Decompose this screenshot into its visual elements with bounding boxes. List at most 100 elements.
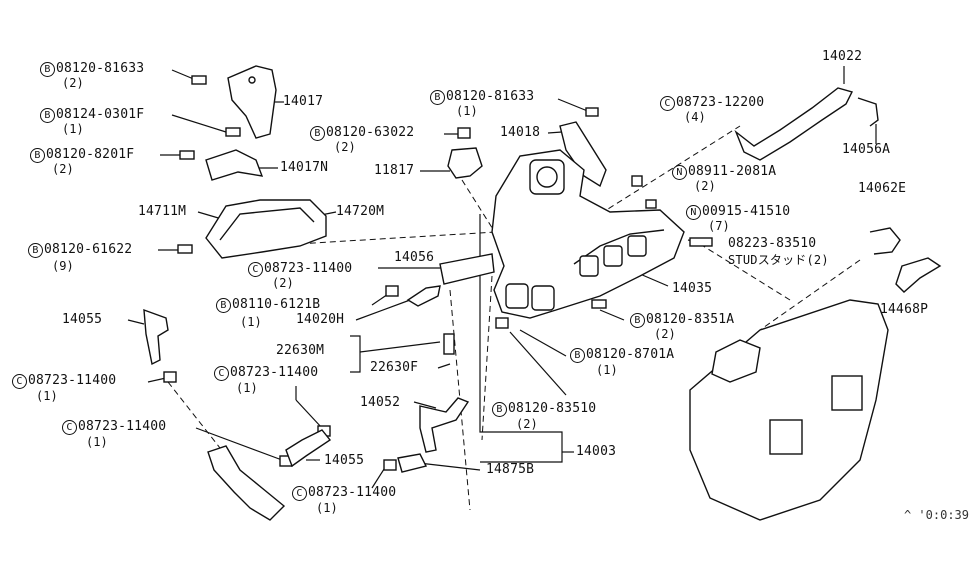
part-qty: (9) (52, 259, 74, 273)
leader-line (171, 114, 227, 133)
hose-14055-top-shape (143, 308, 169, 366)
bracket-line (350, 335, 361, 373)
part-number: 08120-8201F (46, 147, 135, 162)
bolt-shape (585, 107, 599, 117)
fitting-14056a-shape (857, 97, 879, 127)
part-number: 08223-83510 (728, 236, 817, 251)
part-number: 08120-61622 (44, 242, 133, 257)
clamp-shape (163, 371, 177, 383)
intake-runner-edge (573, 229, 665, 265)
port (531, 285, 555, 311)
fitting-14062e-shape (869, 227, 901, 255)
bolt-shape (177, 244, 193, 254)
hose-14055-bottom-shape (285, 429, 332, 468)
callout-14022: 14022 (822, 49, 863, 64)
leader-line (547, 131, 563, 134)
callout-14055-top: 14055 (62, 312, 103, 327)
outlet-pipe-shape (207, 445, 286, 521)
leader-line (599, 309, 625, 321)
part-qty: (2) (272, 276, 294, 290)
port (603, 245, 623, 267)
bolt-hole (248, 76, 256, 84)
part-qty: (4) (684, 110, 706, 124)
stud-shape (689, 237, 713, 247)
leader-line (195, 427, 283, 461)
bolt-type-badge: B (216, 298, 231, 313)
block-port (831, 375, 863, 411)
callout-14055-bottom: 14055 (324, 453, 365, 468)
clamp-type-badge: C (292, 486, 307, 501)
nut-type-badge: N (672, 165, 687, 180)
port (579, 255, 599, 277)
pipe-14020h-shape (406, 285, 441, 307)
part-number: 08911-2081A (688, 164, 777, 179)
leader-line (127, 319, 145, 325)
part-qty: (2) (654, 327, 676, 341)
diagram-code: ^ '0:0:39 (903, 508, 969, 522)
callout-14052: 14052 (360, 395, 401, 410)
part-number: 08110-6121B (232, 297, 321, 312)
clamp-type-badge: C (62, 420, 77, 435)
callout-14018: 14018 (500, 125, 541, 140)
bolt-shape (225, 127, 241, 137)
callout-14056: 14056 (394, 250, 435, 265)
leader-line (509, 331, 567, 396)
leader-line (639, 273, 669, 287)
leader-line (295, 399, 323, 429)
pipe-14056-shape (439, 253, 495, 285)
bolt-type-badge: B (40, 62, 55, 77)
port (505, 283, 529, 309)
callout-14017N: 14017N (280, 160, 329, 175)
part-qty: (1) (236, 381, 258, 395)
port (627, 235, 647, 257)
part-qty: (1) (86, 435, 108, 449)
part-label-08223-83510: 08223-83510 (728, 237, 816, 251)
dashed-leader (599, 125, 741, 215)
housing-11817-shape (447, 147, 483, 179)
clamp-type-badge: C (660, 96, 675, 111)
leader-line (413, 401, 437, 409)
washer-shape (645, 199, 657, 209)
part-qty: (1) (456, 104, 478, 118)
part-number: 08723-11400 (264, 261, 353, 276)
part-qty: (1) (36, 389, 58, 403)
part-number: 08120-81633 (56, 61, 145, 76)
leader-line (147, 377, 167, 383)
bolt-type-badge: B (40, 108, 55, 123)
bolt-shape (191, 75, 207, 85)
throttle-bore (536, 166, 558, 188)
hose-14052-shape (419, 397, 470, 453)
part-qty: (2) (334, 140, 356, 154)
hose-14022-shape (734, 87, 854, 161)
callout-14711M: 14711M (138, 204, 187, 219)
bolt-shape (457, 127, 471, 139)
part-qty: (7) (708, 219, 730, 233)
block-port (769, 419, 803, 455)
manifold-cover-rib (219, 207, 315, 241)
part-qty: (2) (62, 76, 84, 90)
callout-14720M: 14720M (336, 204, 385, 219)
leader-line (437, 363, 451, 369)
bolt-shape (495, 317, 509, 329)
clamp-type-badge: C (214, 366, 229, 381)
callout-11817: 11817 (374, 163, 415, 178)
callout-14003: 14003 (576, 444, 617, 459)
part-number: 08120-8351A (646, 312, 735, 327)
part-number: 08120-8701A (586, 347, 675, 362)
part-qty: (2) (52, 162, 74, 176)
bracket-14017-shape (227, 65, 277, 139)
part-qty: (1) (240, 315, 262, 329)
